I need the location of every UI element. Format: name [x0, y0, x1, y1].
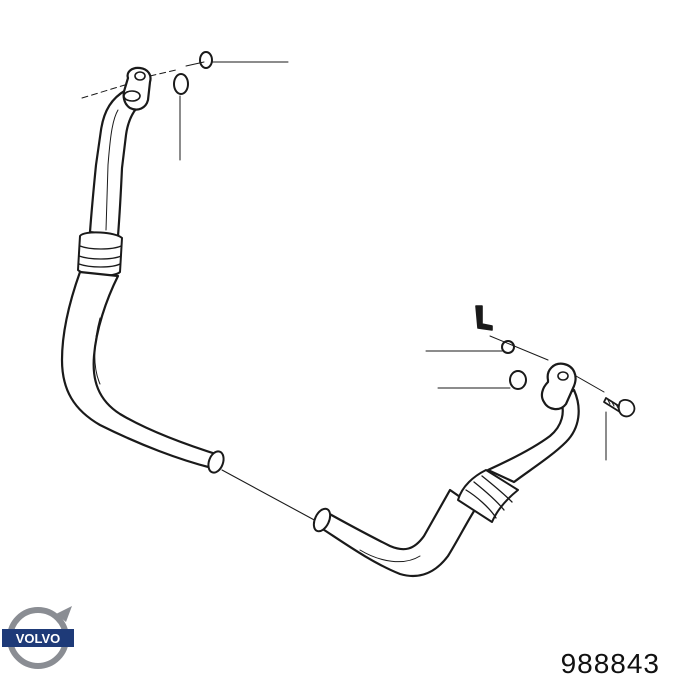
continuation-line: [221, 469, 319, 523]
right-sleeve: [457, 469, 519, 523]
mounting-bolt: [603, 397, 636, 418]
clip-bracket: [475, 305, 493, 331]
upper-sleeve: [77, 231, 123, 277]
upper-hose-pipe: [88, 66, 152, 238]
upper-o-rings: [173, 51, 213, 95]
o-ring-icon: [173, 73, 189, 95]
right-axis-lines: [425, 335, 607, 461]
o-ring-icon: [501, 340, 515, 354]
logo-band: [2, 629, 74, 647]
logo-text: VOLVO: [16, 631, 61, 646]
right-o-rings: [501, 340, 527, 390]
volvo-logo: VOLVO: [2, 606, 74, 669]
lower-hose-pipe-right: [312, 488, 478, 578]
lower-hose-pipe: [60, 270, 225, 474]
o-ring-icon: [509, 370, 527, 390]
part-number: 988843: [560, 648, 660, 679]
o-ring-icon: [199, 51, 213, 69]
right-upper-pipe: [486, 362, 580, 484]
upper-axis-lines: [81, 61, 289, 161]
